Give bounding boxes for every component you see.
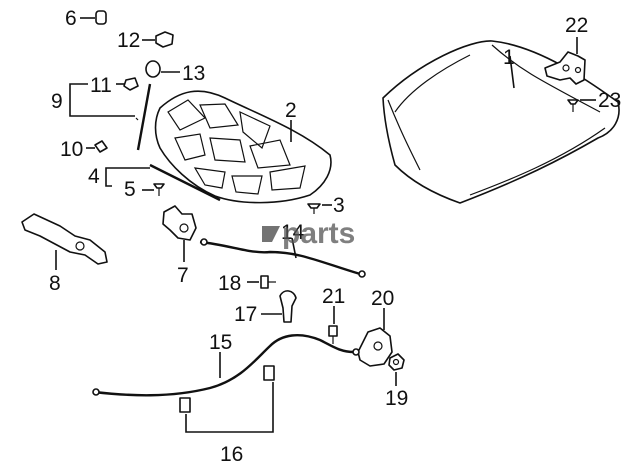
insulator-clip (307, 203, 321, 214)
callout-6: 6 (65, 7, 77, 30)
callout-18: 18 (218, 272, 241, 295)
grommet (145, 60, 161, 78)
callout-3: 3 (333, 194, 345, 217)
prop-rod (149, 163, 221, 202)
callout-23: 23 (598, 89, 621, 112)
callout-5: 5 (124, 178, 136, 201)
callout-20: 20 (371, 287, 394, 310)
hood-hinge (544, 51, 586, 85)
insulator-pad (154, 90, 332, 204)
prop-rod-holder (153, 183, 165, 196)
callout-15: 15 (209, 331, 232, 354)
watermark: parts (262, 217, 355, 250)
callout-12: 12 (117, 29, 140, 52)
screw-21 (328, 325, 338, 344)
release-lever (357, 327, 393, 367)
hinge-bolt (567, 99, 579, 112)
leader-4 (105, 167, 150, 187)
nut-19 (388, 353, 405, 371)
bumper-cushion (155, 31, 174, 48)
cable-clip-left (179, 397, 191, 413)
callout-10: 10 (60, 138, 83, 161)
release-cable-rear (92, 334, 360, 397)
support-rod-grommet (123, 77, 139, 91)
watermark-text: parts (282, 217, 355, 250)
callout-17: 17 (234, 303, 257, 326)
release-handle (279, 290, 297, 323)
callout-14: 14 (281, 221, 305, 244)
leader-16 (185, 382, 274, 433)
release-cable-front (199, 238, 366, 278)
callout-16: 16 (220, 443, 243, 466)
callout-21: 21 (322, 285, 345, 308)
callout-9: 9 (51, 90, 63, 113)
bolt-18 (260, 275, 276, 289)
callout-19: 19 (385, 387, 408, 410)
lock-support-cover (21, 213, 108, 265)
callout-8: 8 (49, 272, 61, 295)
callout-4: 4 (88, 165, 100, 188)
callout-11: 11 (90, 74, 112, 97)
callout-22: 22 (565, 14, 588, 37)
leader-1 (509, 55, 515, 89)
callout-13: 13 (182, 62, 205, 85)
leader-14 (291, 237, 297, 259)
support-rod (135, 83, 152, 151)
leader-9 (69, 83, 135, 117)
callout-2: 2 (285, 99, 297, 122)
rod-clip (94, 140, 108, 153)
callout-7: 7 (177, 264, 189, 287)
hood-lock (162, 205, 197, 241)
callout-1: 1 (503, 46, 515, 69)
plug (95, 10, 107, 25)
cable-clip-right (263, 365, 275, 381)
hood-panel (382, 40, 620, 204)
